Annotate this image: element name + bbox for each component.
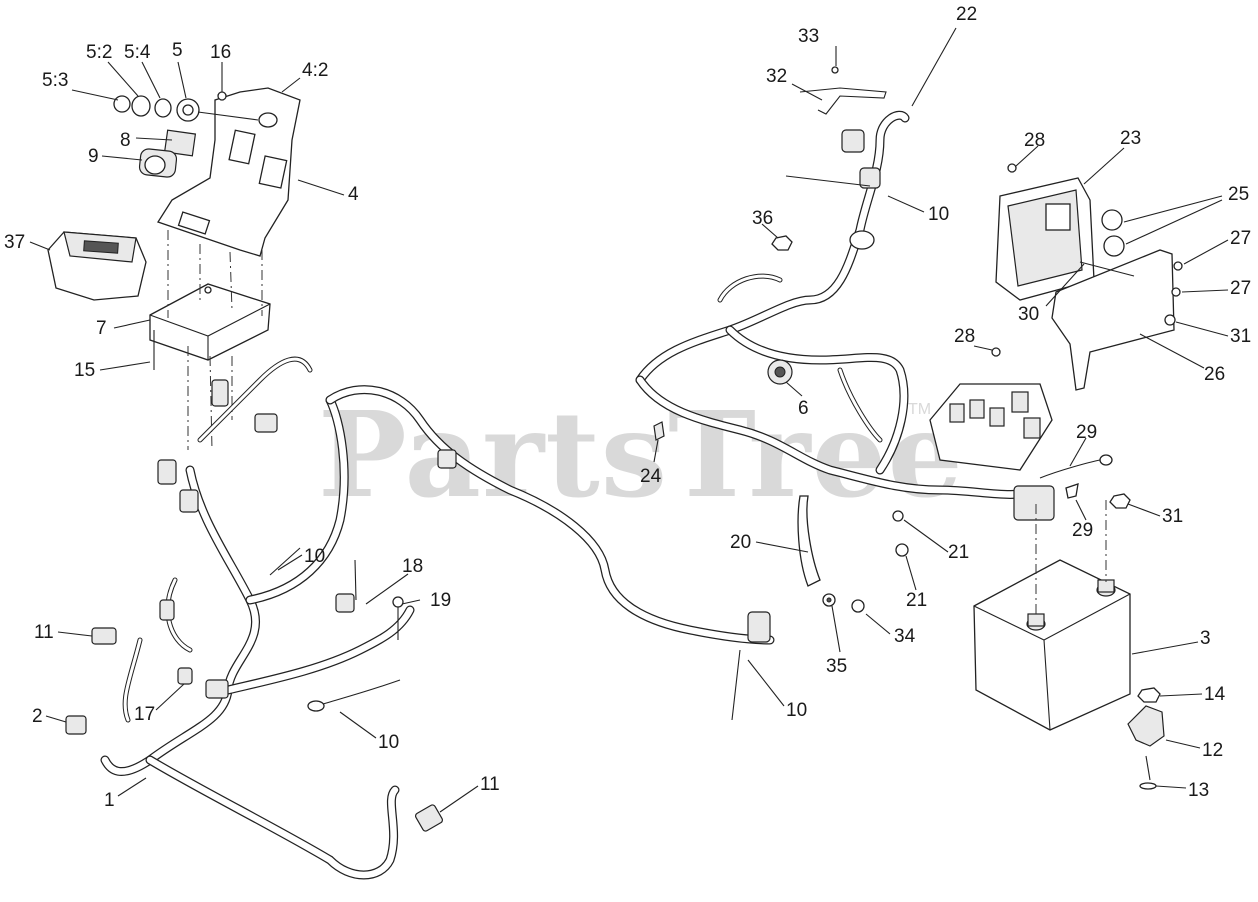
callout-33: 33: [798, 26, 819, 47]
callout-29-a: 29: [1076, 422, 1097, 443]
mount-bracket-plate: [157, 87, 301, 257]
ecu-mount-bracket: [1051, 249, 1175, 391]
callout-5-2: 5:2: [86, 42, 112, 63]
callout-13: 13: [1188, 780, 1209, 801]
callout-4-2: 4:2: [302, 60, 328, 81]
callout-14: 14: [1204, 684, 1226, 705]
callout-28-b: 28: [954, 326, 975, 347]
callout-16: 16: [210, 42, 231, 63]
controller-module: [149, 283, 271, 361]
hold-down-clamp: [1127, 705, 1165, 747]
callout-21-a: 21: [948, 542, 969, 563]
callout-11-a: 11: [34, 622, 54, 643]
callout-8: 8: [120, 130, 131, 151]
callout-27-b: 27: [1230, 278, 1251, 299]
callout-30: 30: [1018, 304, 1039, 325]
callout-31-a: 31: [1230, 326, 1251, 347]
watermark: PartsTree TM: [318, 385, 964, 524]
callout-27-a: 27: [1230, 228, 1251, 249]
main-wire-harness: [65, 356, 775, 880]
callout-4: 4: [348, 184, 359, 205]
callout-10-d: 10: [928, 204, 949, 225]
callout-23: 23: [1120, 128, 1141, 149]
callout-20: 20: [730, 532, 751, 553]
watermark-trademark: TM: [908, 401, 931, 418]
callout-32: 32: [766, 66, 787, 87]
callout-22: 22: [956, 4, 977, 25]
callout-35: 35: [826, 656, 847, 677]
battery-assembly: [973, 500, 1165, 790]
callout-37: 37: [4, 232, 25, 253]
callout-34: 34: [894, 626, 916, 647]
callout-10-c: 10: [786, 700, 807, 721]
callout-18: 18: [402, 556, 423, 577]
callout-11-b: 11: [480, 774, 500, 795]
callout-15: 15: [74, 360, 95, 381]
callout-5-4: 5:4: [124, 42, 151, 63]
callout-6: 6: [798, 398, 809, 419]
callout-labels: 5:3 5:2 5:4 5 16 4:2 8 9 4 37 7 15 10 18…: [4, 4, 1251, 811]
dash-mount-bracket-assembly: [47, 87, 301, 451]
leader-lines: [29, 27, 1229, 813]
engine-harness-assembly: [635, 66, 1131, 613]
callout-10-b: 10: [378, 732, 399, 753]
callout-1: 1: [104, 790, 115, 811]
callout-36: 36: [752, 208, 773, 229]
callout-24: 24: [640, 466, 662, 487]
ecu-assembly: [995, 177, 1183, 391]
callout-7: 7: [96, 318, 107, 339]
callout-28-a: 28: [1024, 130, 1045, 151]
callout-12: 12: [1202, 740, 1223, 761]
callout-3: 3: [1200, 628, 1211, 649]
callout-29-b: 29: [1072, 520, 1093, 541]
callout-9: 9: [88, 146, 99, 167]
callout-31-b: 31: [1162, 506, 1183, 527]
battery: [973, 559, 1131, 731]
callout-17: 17: [134, 704, 155, 725]
watermark-text: PartsTree: [318, 385, 964, 524]
callout-5-3: 5:3: [42, 70, 68, 91]
callout-2: 2: [32, 706, 43, 727]
callout-19: 19: [430, 590, 451, 611]
callout-5: 5: [172, 40, 183, 61]
callout-21-b: 21: [906, 590, 927, 611]
callout-10-a: 10: [304, 546, 325, 567]
callout-26: 26: [1204, 364, 1225, 385]
callout-25: 25: [1228, 184, 1249, 205]
